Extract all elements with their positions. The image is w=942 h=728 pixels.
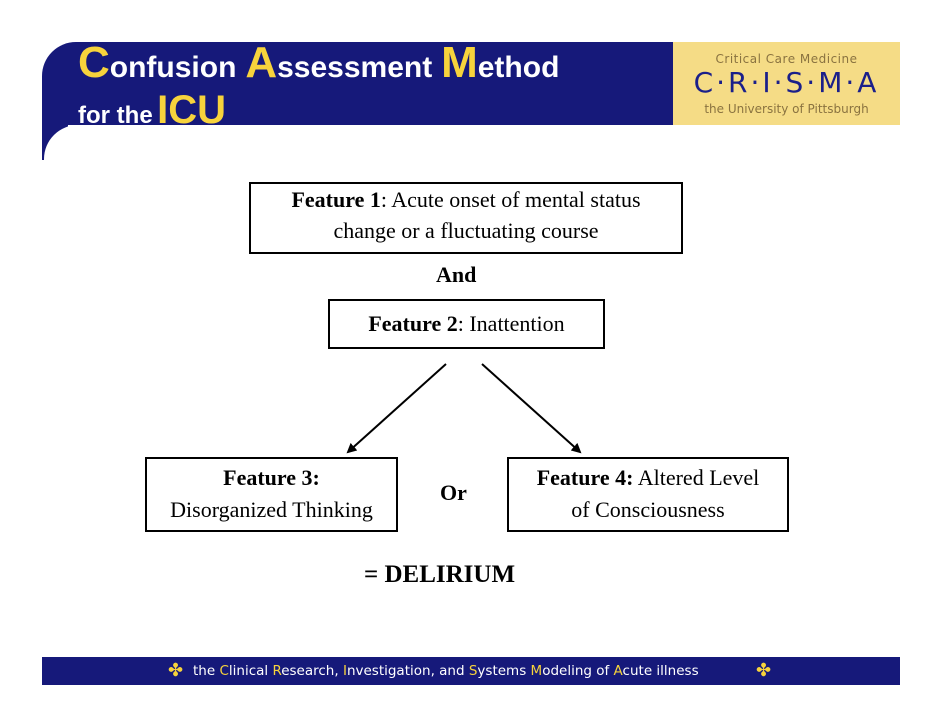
feature3-label: Feature 3: xyxy=(223,465,320,490)
footer-text-part: odeling of xyxy=(542,663,614,679)
footer-text-part: ystems xyxy=(477,663,531,679)
footer-text-part: nvestigation, and xyxy=(346,663,469,679)
logo-top-text: Critical Care Medicine xyxy=(715,52,858,66)
footer-band: ✤ the Clinical Research, Investigation, … xyxy=(42,657,900,685)
feature2-text: : Inattention xyxy=(457,311,565,336)
footer-star-left-icon: ✤ xyxy=(168,660,184,681)
arrow-to-feature4 xyxy=(481,363,582,454)
logo-name: C·R·I·S·M·A xyxy=(693,66,880,99)
connector-or: Or xyxy=(440,480,467,505)
result-delirium: = DELIRIUM xyxy=(364,561,516,588)
feature2-box: Feature 2: Inattention xyxy=(328,299,605,349)
slide-title-line2: for the ICU xyxy=(78,88,226,133)
arrow-to-feature3 xyxy=(346,363,447,454)
title-icu: ICU xyxy=(157,88,227,132)
footer-initial: S xyxy=(468,663,478,679)
title-prefix: for the xyxy=(78,102,153,129)
title-initial-m: M xyxy=(441,38,478,87)
footer-initial: A xyxy=(613,663,623,679)
logo-bottom-text: the University of Pittsburgh xyxy=(704,102,869,116)
feature3-text: Disorganized Thinking xyxy=(170,497,373,522)
feature1-box: Feature 1: Acute onset of mental status … xyxy=(249,182,683,254)
feature1-text-line1: : Acute onset of mental status xyxy=(380,187,641,212)
footer-text-part: linical xyxy=(228,663,273,679)
header-curve xyxy=(44,125,124,165)
title-word-assessment: ssessment xyxy=(277,51,433,84)
feature4-text-line1: Altered Level xyxy=(633,465,760,490)
feature4-text-line2: of Consciousness xyxy=(571,497,725,522)
title-word-method: ethod xyxy=(477,51,560,84)
footer-text-part: the xyxy=(193,663,220,679)
footer-initial: I xyxy=(342,663,347,679)
feature4-label: Feature 4: xyxy=(536,465,634,490)
feature3-box: Feature 3: Disorganized Thinking xyxy=(145,457,398,532)
footer-text-part: esearch, xyxy=(281,663,343,679)
connector-and: And xyxy=(436,262,477,287)
feature1-text-line2: change or a fluctuating course xyxy=(333,218,599,243)
footer-text: the Clinical Research, Investigation, an… xyxy=(193,663,699,679)
slide-title-line1: Confusion Assessment Method xyxy=(78,38,559,88)
title-initial-c: C xyxy=(78,38,110,87)
feature1-label: Feature 1 xyxy=(291,187,381,212)
footer-text-part: cute illness xyxy=(622,663,699,679)
crisma-logo: Critical Care Medicine C·R·I·S·M·A the U… xyxy=(673,42,900,125)
footer-star-right-icon: ✤ xyxy=(756,660,772,681)
title-word-confusion: onfusion xyxy=(109,51,237,84)
title-initial-a: A xyxy=(245,38,278,87)
feature4-box: Feature 4: Altered Level of Consciousnes… xyxy=(507,457,789,532)
footer-initial: M xyxy=(530,663,543,679)
footer-initial: C xyxy=(219,663,229,679)
footer-initial: R xyxy=(272,663,282,679)
feature2-label: Feature 2 xyxy=(368,311,458,336)
